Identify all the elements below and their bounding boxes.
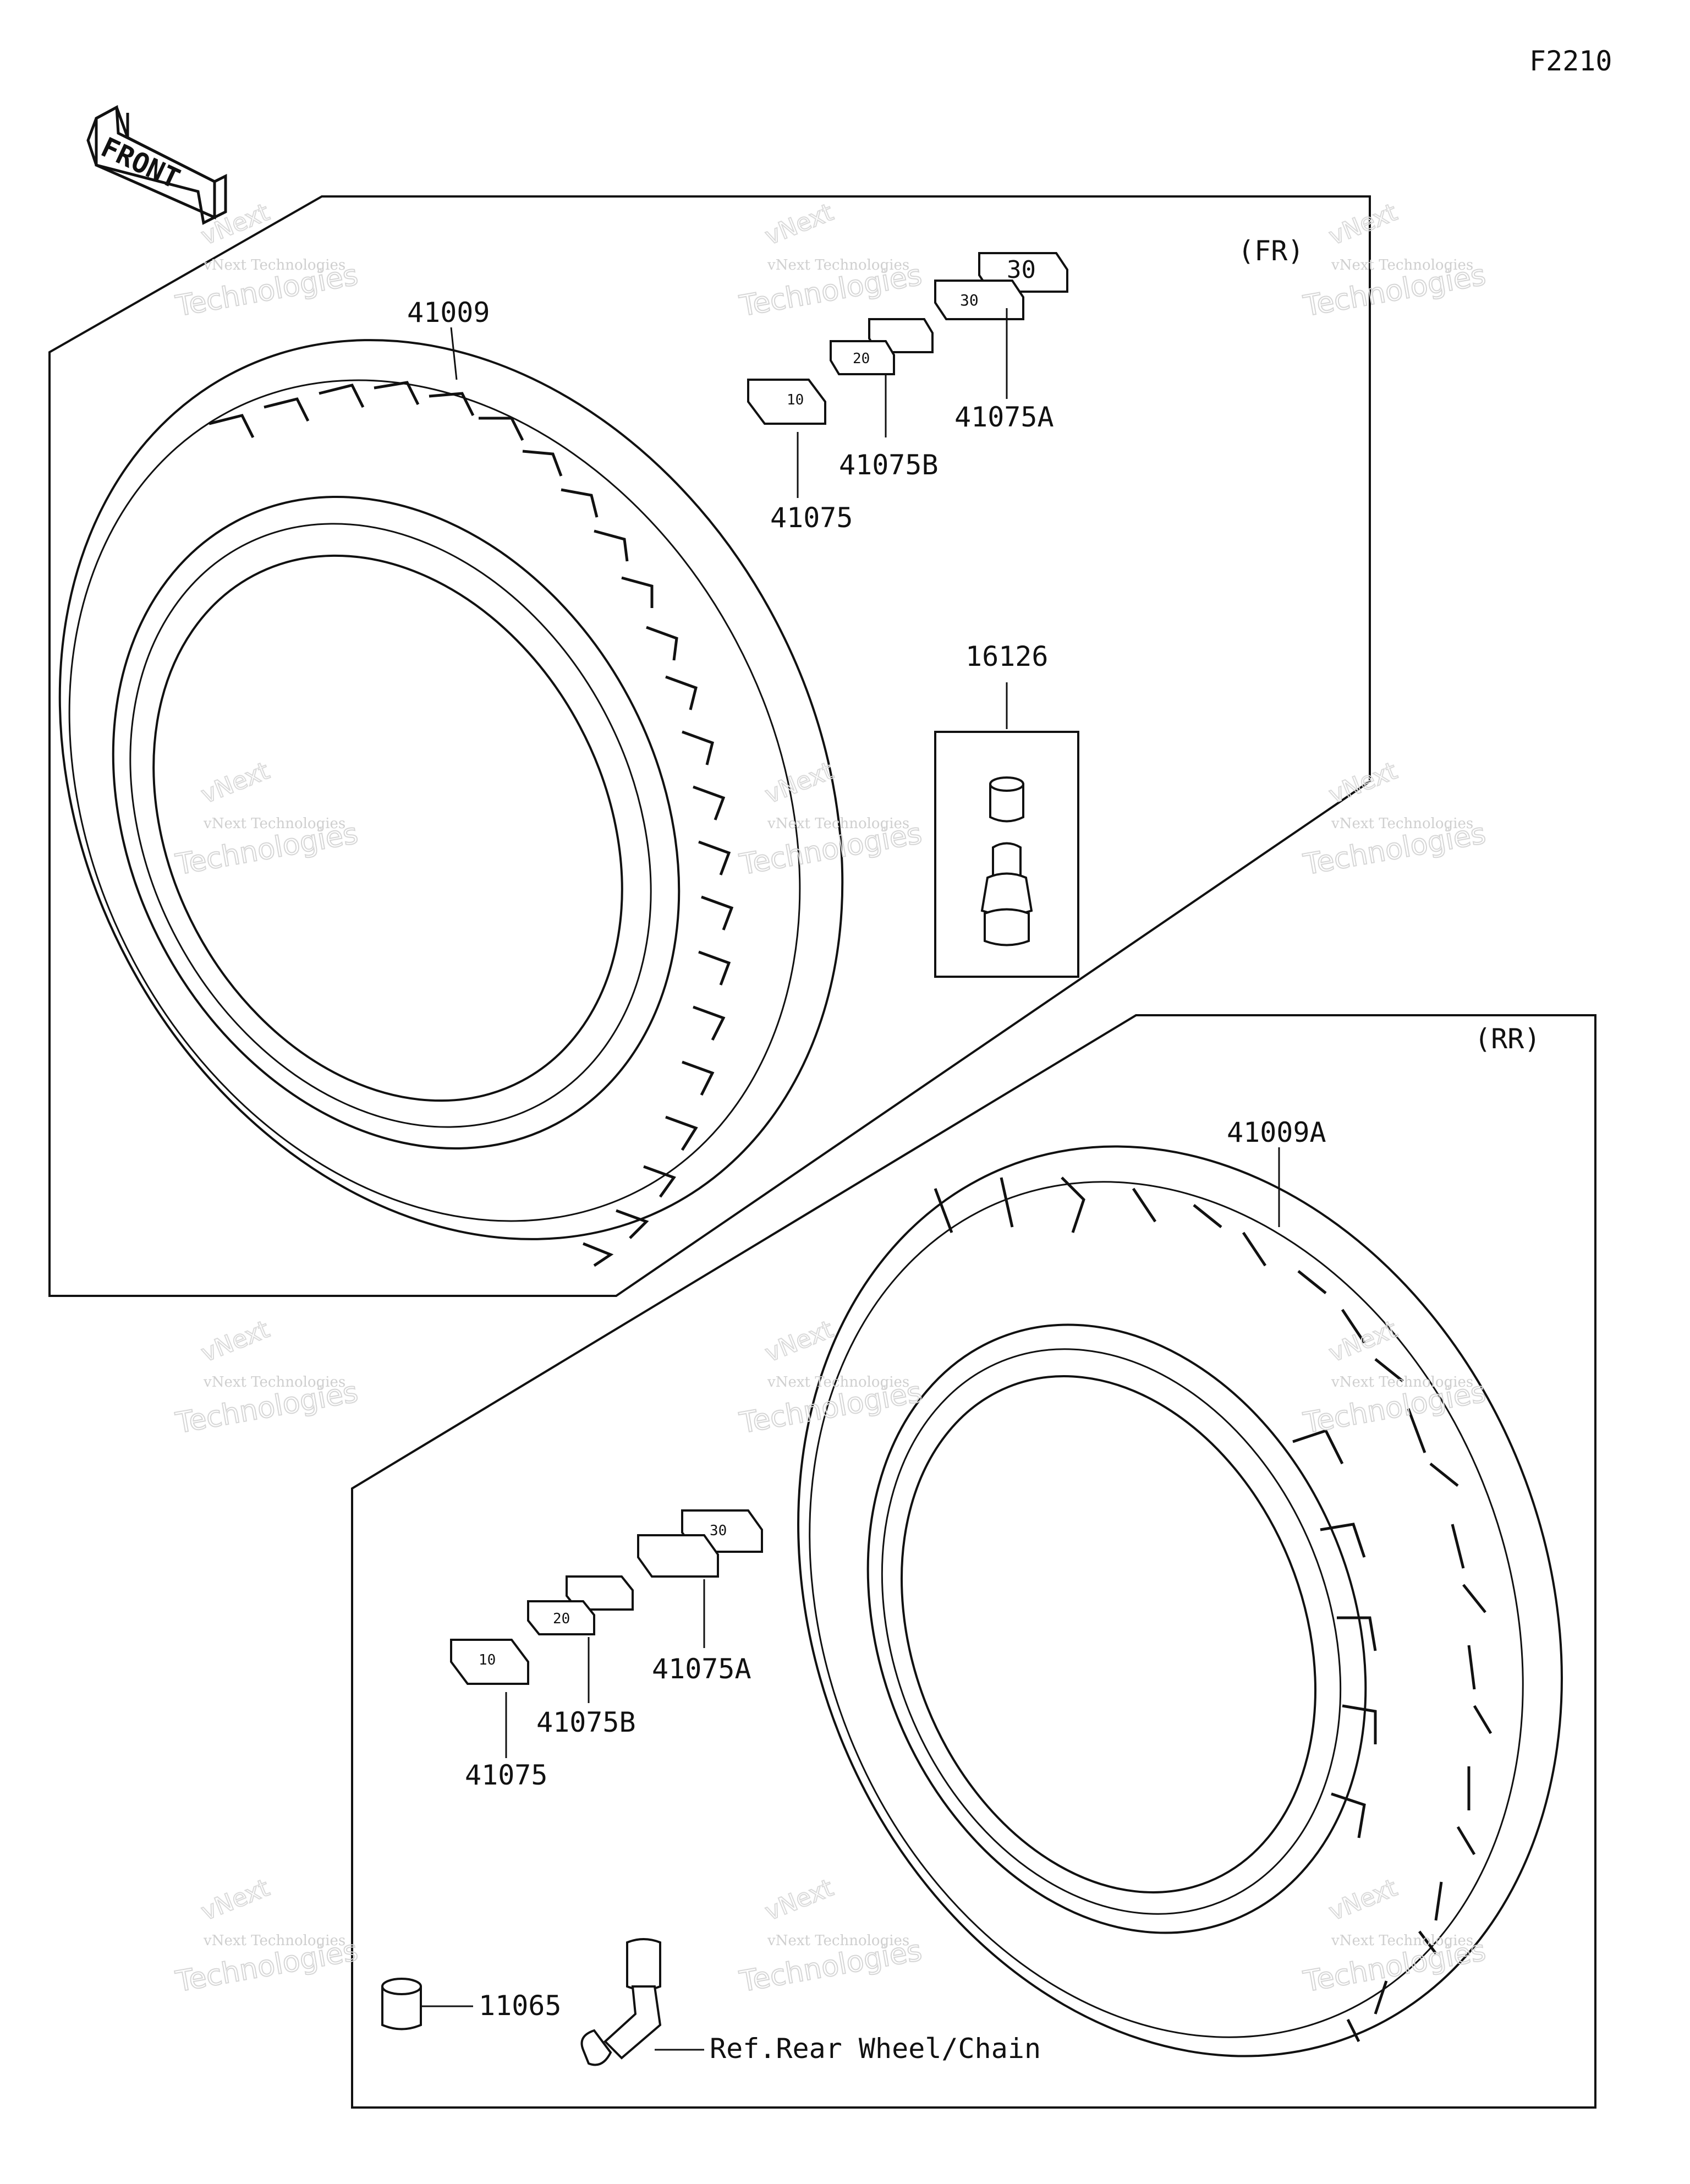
rear-angle-valve-icon: [580, 1938, 662, 2066]
front-tire: [58, 339, 844, 1267]
front-valve-part-no: 16126: [965, 641, 1049, 672]
watermark-text: vNext Technologies: [767, 1933, 909, 1949]
rear-tire-part-no: 41009A: [1227, 1116, 1326, 1148]
watermark-text: vNext Technologies: [1331, 257, 1473, 273]
rear-valve-cap-icon: [381, 1978, 422, 2030]
front-weight-b-part-no: 41075B: [839, 449, 939, 481]
front-panel-frame: [48, 195, 1371, 1297]
front-weight-a-part-no: 41075A: [954, 401, 1054, 433]
rear-weight-20-icon: 20: [527, 1575, 634, 1635]
watermark-vnext: vNext: [1325, 1315, 1401, 1367]
valve-stem-icon: [980, 842, 1033, 946]
watermark-vnext: vNext: [1325, 198, 1401, 250]
rear-leaders: [421, 1147, 1280, 2051]
front-arrow-icon: [86, 105, 227, 225]
weight-mark-30b: 30: [960, 291, 979, 309]
rear-weight-mark-20: 20: [553, 1611, 570, 1627]
watermark-text: vNext Technologies: [203, 815, 345, 832]
front-tire-part-no: 41009: [407, 297, 490, 329]
weight-mark-20: 20: [853, 351, 870, 367]
rear-section-tag: (RR): [1474, 1023, 1540, 1055]
watermark-text: vNext Technologies: [1331, 1933, 1473, 1949]
watermark-text: vNext Technologies: [767, 257, 909, 273]
rear-weight-b-part-no: 41075B: [536, 1706, 636, 1738]
watermark-vnext: vNext: [1325, 757, 1401, 809]
weight-mark-30: 30: [1007, 256, 1036, 284]
watermark-text: vNext Technologies: [203, 1933, 345, 1949]
front-leaders: [450, 308, 1008, 729]
watermark-vnext: vNext: [761, 1874, 837, 1926]
watermark-text: vNext Technologies: [1331, 815, 1473, 832]
weight-mark-10: 10: [787, 392, 804, 408]
front-valve-box: [934, 731, 1079, 978]
rear-weight-mark-30: 30: [710, 1523, 727, 1539]
front-weight-20-icon: 20: [830, 318, 934, 375]
front-section-tag: (FR): [1238, 235, 1304, 267]
watermark-text: vNext Technologies: [767, 815, 909, 832]
rear-weight-30-icon: 30: [637, 1509, 763, 1578]
front-weight-30-icon: 30 30: [934, 252, 1068, 320]
valve-cap-icon: [989, 776, 1024, 823]
watermark-vnext: vNext: [761, 757, 837, 809]
diagram-id: F2210: [1529, 45, 1612, 77]
rear-cap-part-no: 11065: [479, 1990, 562, 2022]
rear-valve-ref: Ref.Rear Wheel/Chain: [710, 2033, 1041, 2065]
watermark-text: vNext Technologies: [767, 1374, 909, 1391]
watermark-text: vNext Technologies: [203, 1374, 345, 1391]
rear-weight-mark-10: 10: [479, 1652, 496, 1668]
rear-weight-a-part-no: 41075A: [652, 1653, 751, 1685]
watermark-vnext: vNext: [761, 198, 837, 250]
watermark-vnext: vNext: [197, 757, 273, 809]
front-weight-part-no: 41075: [770, 502, 853, 534]
watermark-text: vNext Technologies: [203, 257, 345, 273]
watermark-text: vNext Technologies: [1331, 1374, 1473, 1391]
rear-tire: [797, 1145, 1563, 2057]
rear-weight-part-no: 41075: [465, 1759, 548, 1791]
rear-panel-frame: [351, 1014, 1596, 2109]
watermark-vnext: vNext: [197, 1874, 273, 1926]
watermarks: vNext vNext Technologies Technologies vN…: [173, 198, 1489, 1999]
watermark-vnext: vNext: [1325, 1874, 1401, 1926]
front-weight-10-icon: 10: [747, 379, 826, 425]
watermark-vnext: vNext: [197, 1315, 273, 1367]
rear-weight-10-icon: 10: [450, 1639, 529, 1685]
